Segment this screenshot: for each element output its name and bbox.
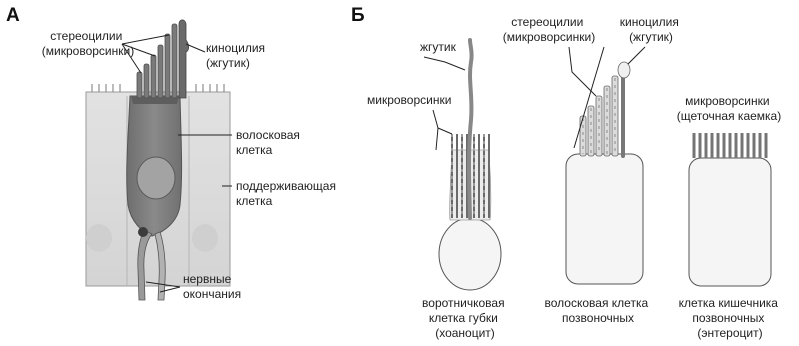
panel-a-letter: А: [6, 5, 20, 26]
vertebrate-stereocilia: [580, 76, 618, 156]
caption-enterocyte: клетка кишечника позвоночных (энтероцит): [679, 296, 782, 340]
hair-cell-nucleus: [137, 157, 175, 199]
label-supporting-cell: поддерживающая клетка: [236, 179, 339, 208]
label-microvilli-choanocyte: микроворсинки: [367, 93, 451, 107]
label-stereocilia-a: стереоцилии (микроворсинки): [42, 29, 134, 58]
hair-cell-stereocilia: [137, 24, 177, 98]
label-microvilli-brush-border: микроворсинки (щеточная каемка): [677, 94, 781, 123]
label-nerve-endings: нервные окончания: [183, 272, 241, 301]
label-kinocilium-b: киноцилия (жгутик): [620, 15, 682, 44]
enterocyte-brush-border: [694, 133, 766, 158]
label-kinocilium-a: киноцилия (жгутик): [206, 41, 268, 70]
enterocyte-illustration: [689, 133, 771, 286]
choanocyte-illustration: [439, 40, 501, 290]
label-hair-cell-a: волосковая клетка: [236, 128, 303, 157]
panel-b-letter: Б: [351, 5, 365, 26]
label-stereocilia-b: стереоцилии (микроворсинки): [503, 15, 595, 44]
label-flagellum: жгутик: [420, 40, 457, 54]
hair-cell-kinocilium: [179, 20, 189, 98]
caption-vertebrate-hair-cell: волосковая клетка позвоночных: [545, 296, 652, 325]
choanocyte-flagellum: [469, 40, 472, 218]
caption-choanocyte: воротничковая клетка губки (хоаноцит): [422, 296, 508, 340]
vertebrate-hair-cell-illustration: [566, 62, 643, 284]
